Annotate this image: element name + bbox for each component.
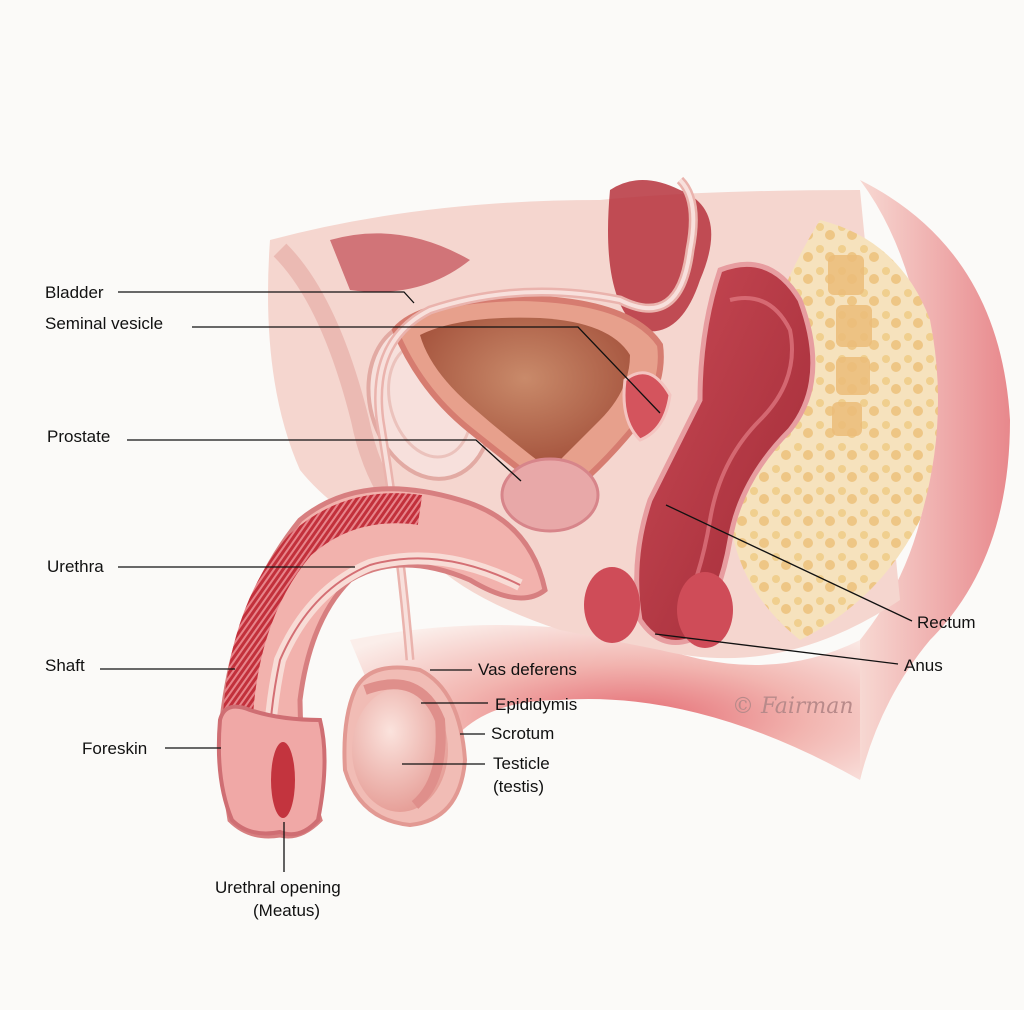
perineum-region	[350, 625, 860, 780]
label-urethra: Urethra	[47, 557, 104, 576]
label-anus: Anus	[904, 656, 943, 675]
label-testicle: Testicle	[493, 754, 550, 773]
artist-signature: © Fairman	[732, 694, 854, 719]
label-shaft: Shaft	[45, 656, 85, 675]
corpus-cavernosum	[223, 493, 423, 717]
label-epididymis: Epididymis	[495, 695, 578, 714]
label-foreskin: Foreskin	[82, 739, 148, 758]
intestine	[608, 180, 712, 332]
seminal-vesicle	[622, 371, 672, 442]
label-vas-deferens: Vas deferens	[478, 660, 577, 679]
vertebrae	[828, 255, 872, 436]
leader-bladder	[118, 291, 415, 304]
label-prostate: Prostate	[47, 427, 111, 446]
sphincter-front	[584, 567, 640, 643]
label-scrotum: Scrotum	[491, 724, 555, 743]
leader-rectum	[665, 504, 913, 622]
buttock-outline	[860, 180, 1010, 780]
leader-prostate	[127, 439, 522, 482]
epididymis	[363, 679, 446, 809]
sphincter-back	[677, 572, 733, 648]
label-testicle-alt: (testis)	[493, 777, 544, 796]
label-rectum: Rectum	[917, 613, 976, 632]
label-urethral-opening-alt: (Meatus)	[253, 901, 321, 920]
testicle	[352, 688, 448, 812]
prostate	[500, 457, 600, 533]
label-urethral-opening: Urethral opening	[215, 878, 341, 897]
meatus-channel	[271, 742, 295, 818]
leader-seminal-vesicle	[192, 326, 661, 414]
leader-lines	[100, 291, 913, 872]
leader-anus	[654, 633, 899, 665]
label-seminal-vesicle: Seminal vesicle	[45, 314, 164, 333]
label-bladder: Bladder	[45, 283, 104, 302]
bladder-lumen	[420, 317, 630, 470]
